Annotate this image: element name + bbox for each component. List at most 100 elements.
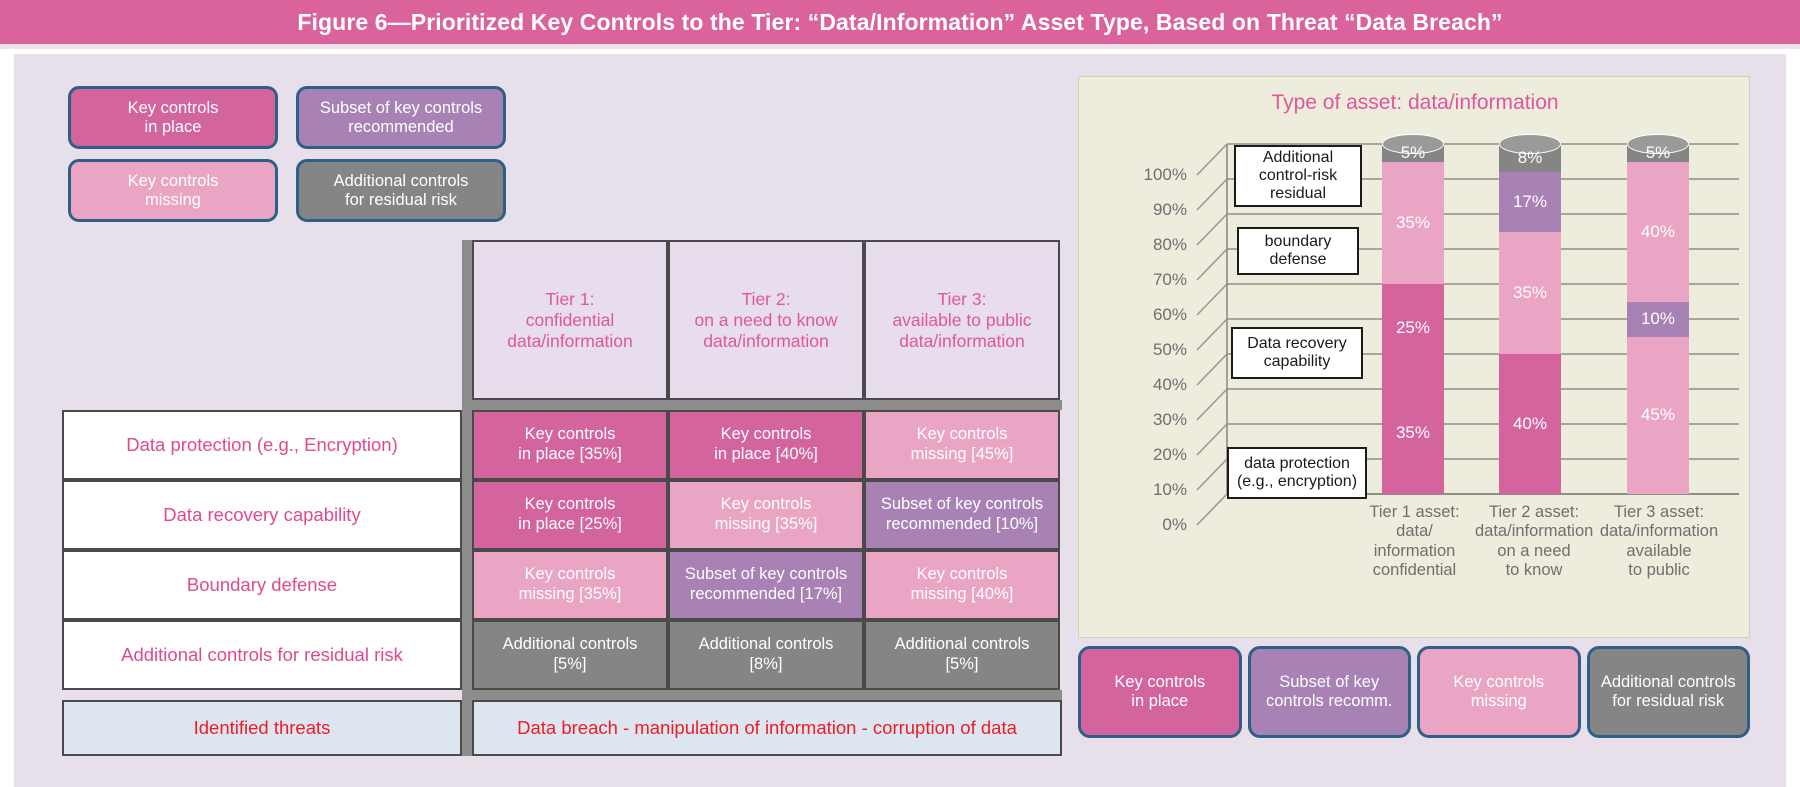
legend-pill-line2: missing <box>1470 692 1527 710</box>
bar-segment-data-protection[interactable]: 40% <box>1499 354 1561 494</box>
bar-segment-boundary-defense[interactable]: 17% <box>1499 165 1561 232</box>
table-cell-tier1[interactable]: Key controls missing [35%] <box>472 550 668 620</box>
xtick-line1: Tier 1 asset: <box>1369 503 1460 521</box>
table-cell-tier1[interactable]: Additional controls [5%] <box>472 620 668 690</box>
tier-header-line1: Tier 2: <box>741 288 791 309</box>
bar-segment-residual-risk[interactable]: 8% <box>1499 134 1561 172</box>
bar-segment-value: 35 <box>1395 422 1415 442</box>
cell-line2: missing [45%] <box>910 445 1014 463</box>
legend-pill-key-controls-missing[interactable]: Key controls missing <box>1417 646 1581 738</box>
legend-chip-additional-controls-for-residual-risk[interactable]: Additional controls for residual risk <box>296 159 506 222</box>
legend-chip-line1: Key controls <box>127 98 219 117</box>
xtick-label-tier-1: Tier 1 asset: data/ information confiden… <box>1357 503 1472 581</box>
cell-line2: [5%] <box>553 655 587 673</box>
bar-segment-value: 40 <box>1640 221 1660 241</box>
ytick-label-10: 10% <box>1152 480 1187 499</box>
legend-pill-additional-controls-for-residual-risk[interactable]: Additional controls for residual risk <box>1586 646 1750 738</box>
bar-segment-residual-risk[interactable]: 5% <box>1627 134 1689 162</box>
bar-segment-boundary-defense[interactable]: 35% <box>1382 154 1444 284</box>
legend-chip-subset-of-key-controls-recommended[interactable]: Subset of key controls recommended <box>296 86 506 149</box>
table-column-separator <box>462 700 472 756</box>
legend-chip-key-controls-missing[interactable]: Key controls missing <box>68 159 278 222</box>
tier-header-line3: data/information <box>899 330 1025 351</box>
identified-threats-label: Identified threats <box>62 700 462 756</box>
bar-tier-1[interactable]: 35% 25% 35% 5% <box>1382 134 1444 494</box>
callout-line2: control-risk <box>1258 167 1338 185</box>
callout-additional-control-risk-residual: Additional control-risk residual <box>1234 145 1362 207</box>
table-column-separator <box>462 480 472 550</box>
tier-header-line3: data/information <box>703 330 829 351</box>
callout-line1: boundary <box>1264 233 1332 251</box>
bar-segment-value: 5 <box>1645 142 1656 162</box>
control-name-cell: Data protection (e.g., Encryption) <box>62 410 462 480</box>
ytick-label-40: 40% <box>1152 375 1187 394</box>
xtick-line1: Tier 3 asset: <box>1613 503 1705 521</box>
bar-segment-data-recovery[interactable]: 25% <box>1382 277 1444 372</box>
callout-boundary-defense: boundary defense <box>1237 227 1359 275</box>
tier-header-line1: Tier 1: <box>545 288 595 309</box>
bar-segment-value: 8 <box>1517 148 1528 167</box>
bar-segment-value: 17 <box>1512 191 1532 211</box>
cell-line1: Key controls <box>720 425 812 444</box>
table-cell-tier2[interactable]: Key controls missing [35%] <box>668 480 864 550</box>
bar-tier-2[interactable]: 40% 35% 17% 8% <box>1499 134 1561 494</box>
table-row: Additional controls for residual risk Ad… <box>62 620 1062 690</box>
bar-segment-data-recovery[interactable]: 10% <box>1627 294 1689 337</box>
cell-line1: Additional controls <box>698 635 834 654</box>
table-cell-tier2[interactable]: Subset of key controls recommended [17%] <box>668 550 864 620</box>
callout-line2: capability <box>1263 353 1331 370</box>
cell-line1: Additional controls <box>502 635 638 654</box>
callout-line1: Additional <box>1262 149 1334 167</box>
callout-data-recovery-capability: Data recovery capability <box>1231 327 1363 379</box>
cell-line1: Key controls <box>916 565 1008 584</box>
xtick-line2: data/ <box>1396 522 1433 541</box>
legend-pill-line1: Key controls <box>1453 673 1545 692</box>
bar-segment-data-protection[interactable]: 35% <box>1382 371 1444 494</box>
bar-segment-value: 25 <box>1395 317 1415 337</box>
table-cell-tier1[interactable]: Key controls in place [35%] <box>472 410 668 480</box>
table-cell-tier3[interactable]: Key controls missing [40%] <box>864 550 1060 620</box>
legend-chip-line2: recommended <box>348 117 454 136</box>
bar-top-cap <box>1382 134 1444 154</box>
bar-segment-data-recovery[interactable]: 35% <box>1499 224 1561 354</box>
callout-line2: (e.g., encryption) <box>1236 473 1358 490</box>
legend-top: Key controls in place Subset of key cont… <box>68 86 508 222</box>
legend-chip-key-controls-in-place[interactable]: Key controls in place <box>68 86 278 149</box>
legend-chip-line1: Subset of key controls <box>319 98 483 117</box>
table-header-tier-3: Tier 3: available to public data/informa… <box>864 240 1060 400</box>
cell-line1: Key controls <box>524 425 616 444</box>
table-header-blank-cell <box>62 240 462 400</box>
bar-segment-value: 5 <box>1400 142 1411 162</box>
bar-segment-boundary-defense[interactable]: 40% <box>1627 154 1689 302</box>
ytick-label-20: 20% <box>1152 445 1187 464</box>
cell-line2: in place [25%] <box>518 515 622 533</box>
table-header-row: Tier 1: confidential data/information Ti… <box>62 240 1062 400</box>
bar-top-cap <box>1499 134 1561 154</box>
callout-data-protection: data protection (e.g., encryption) <box>1227 447 1367 499</box>
table-cell-tier3[interactable]: Key controls missing [45%] <box>864 410 1060 480</box>
asset-chart-panel: Type of asset: data/information <box>1078 76 1750 638</box>
cell-line1: Subset of key controls <box>684 565 848 584</box>
table-cell-tier3[interactable]: Additional controls [5%] <box>864 620 1060 690</box>
table-cell-tier2[interactable]: Key controls in place [40%] <box>668 410 864 480</box>
table-cell-tier3[interactable]: Subset of key controls recommended [10%] <box>864 480 1060 550</box>
callout-line1: data protection <box>1244 455 1350 473</box>
bar-tier-3[interactable]: 45% 10% 40% 5% <box>1627 134 1689 494</box>
table-cell-tier2[interactable]: Additional controls [8%] <box>668 620 864 690</box>
controls-table-area: Key controls in place Subset of key cont… <box>54 76 1074 756</box>
table-cell-tier1[interactable]: Key controls in place [25%] <box>472 480 668 550</box>
legend-chip-line2: missing <box>145 190 201 209</box>
legend-chip-line1: Key controls <box>127 171 219 190</box>
control-name-cell: Data recovery capability <box>62 480 462 550</box>
bar-segment-data-protection[interactable]: 45% <box>1627 336 1689 494</box>
legend-pill-key-controls-in-place[interactable]: Key controls in place <box>1078 646 1242 738</box>
bar-segment-residual-risk[interactable]: 5% <box>1382 134 1444 162</box>
legend-pill-subset-of-key-controls-recommended[interactable]: Subset of key controls recomm. <box>1247 646 1411 738</box>
page-title: Figure 6—Prioritized Key Controls to the… <box>297 8 1503 35</box>
tier-header-line3: data/information <box>507 330 633 351</box>
legend-bottom: Key controls in place Subset of key cont… <box>1078 646 1750 738</box>
table-header-tier-2: Tier 2: on a need to know data/informati… <box>668 240 864 400</box>
control-name-cell: Additional controls for residual risk <box>62 620 462 690</box>
callout-line1: Data recovery <box>1247 335 1347 353</box>
table-row: Data protection (e.g., Encryption) Key c… <box>62 410 1062 480</box>
